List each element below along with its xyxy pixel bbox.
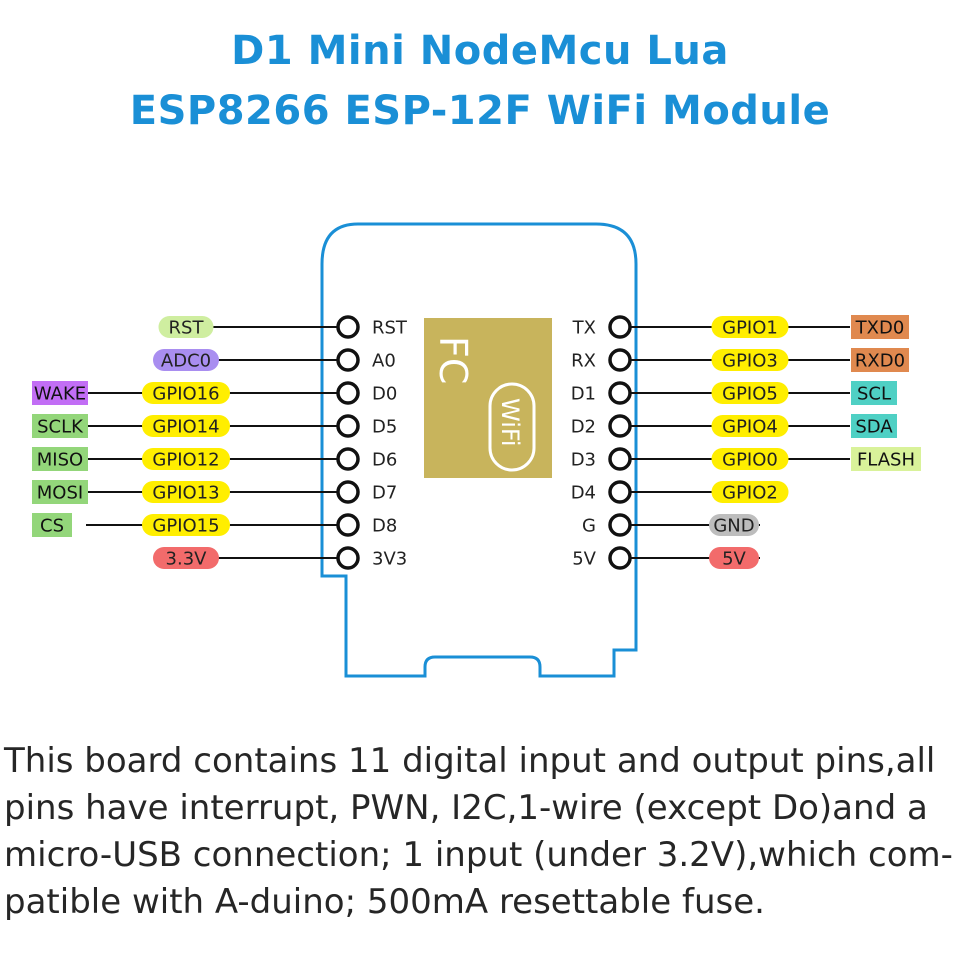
gpio-pill-label: GPIO2 [722,483,778,504]
gpio-pill [142,514,230,536]
gpio-pill [142,481,230,503]
title-line-1: D1 Mini NodeMcu Lua [231,28,729,74]
function-label [851,414,897,438]
gpio-pill-label: GPIO3 [722,351,778,372]
function-label [851,348,909,372]
gpio-pill [142,415,230,437]
gpio-pill-label: GPIO12 [152,450,219,471]
pin-hole [336,546,360,570]
pin-hole [336,348,360,372]
function-label [851,315,909,339]
function-label [32,414,88,438]
pin-label: G [582,516,596,537]
function-label [32,447,88,471]
function-label [32,381,88,405]
wifi-label: WiFi [496,398,524,447]
description-line: pins have interrupt, PWN, I2C,1-wire (ex… [4,788,928,828]
pin-label: D3 [571,450,596,471]
gpio-pill-label: ADC0 [161,351,211,372]
gpio-pill-label: RST [169,318,205,339]
wifi-badge [488,382,536,472]
gpio-pill [709,514,759,536]
gpio-pill-label: GPIO13 [152,483,219,504]
board-outline [320,222,638,678]
function-label [851,447,921,471]
function-label-label: TXD0 [855,318,905,339]
pin-hole [336,447,360,471]
gpio-pill [709,547,759,569]
function-label-label: CS [40,516,64,537]
pin-hole [336,414,360,438]
description: This board contains 11 digital input and… [4,738,954,926]
pin-hole [336,513,360,537]
gpio-pill [158,316,214,338]
pin-hole [608,381,632,405]
pin-label: RST [372,318,408,339]
function-label-label: SCL [857,384,891,405]
pin-hole [336,381,360,405]
pin-label: 5V [572,549,596,570]
chip-label: FC [431,336,475,384]
pin-label: D5 [372,417,397,438]
pin-label: D0 [372,384,397,405]
pin-hole [608,480,632,504]
gpio-pill [153,547,219,569]
description-line: micro-USB connection; 1 input (under 3.2… [4,835,953,875]
pin-hole [608,348,632,372]
gpio-pill-label: GND [713,516,754,537]
pin-label: D2 [571,417,596,438]
gpio-pill-label: GPIO4 [722,417,778,438]
function-label [32,513,72,537]
chip [424,318,552,478]
pin-hole [608,315,632,339]
gpio-pill [711,481,789,503]
gpio-pill-label: 5V [722,549,746,570]
function-label-label: SCLK [37,417,84,438]
pin-hole [608,513,632,537]
pin-label: D1 [571,384,596,405]
function-label-label: WAKE [34,384,86,405]
gpio-pill-label: GPIO5 [722,384,778,405]
pin-label: A0 [372,351,396,372]
gpio-pill-label: GPIO16 [152,384,219,405]
gpio-pill-label: GPIO15 [152,516,219,537]
pin-label: RX [571,351,596,372]
function-label-label: FLASH [857,450,915,471]
description-line: patible with A-duino; 500mA resettable f… [4,882,765,922]
function-label [32,480,88,504]
pin-label: D7 [372,483,397,504]
title-line-2: ESP8266 ESP-12F WiFi Module [129,88,831,134]
pin-label: 3V3 [372,549,407,570]
gpio-pill-label: 3.3V [166,549,208,570]
gpio-pill [142,448,230,470]
pin-label: D8 [372,516,397,537]
pin-label: D4 [571,483,596,504]
gpio-pill-label: GPIO0 [722,450,778,471]
gpio-pill-label: GPIO1 [722,318,778,339]
gpio-pill [711,316,789,338]
function-label-label: MISO [37,450,83,471]
pin-hole [608,414,632,438]
gpio-pill [711,382,789,404]
description-line: This board contains 11 digital input and… [4,741,936,781]
gpio-pill [153,349,219,371]
pin-label: TX [572,318,596,339]
pin-hole [608,546,632,570]
function-label-label: RXD0 [855,351,905,372]
function-label [851,381,897,405]
pin-hole [608,447,632,471]
gpio-pill [711,415,789,437]
gpio-pill-label: GPIO14 [152,417,219,438]
function-label-label: MOSI [37,483,83,504]
pin-hole [336,315,360,339]
gpio-pill [711,349,789,371]
gpio-pill [711,448,789,470]
function-label-label: SDA [855,417,893,438]
pin-hole [336,480,360,504]
pin-label: D6 [372,450,397,471]
gpio-pill [142,382,230,404]
